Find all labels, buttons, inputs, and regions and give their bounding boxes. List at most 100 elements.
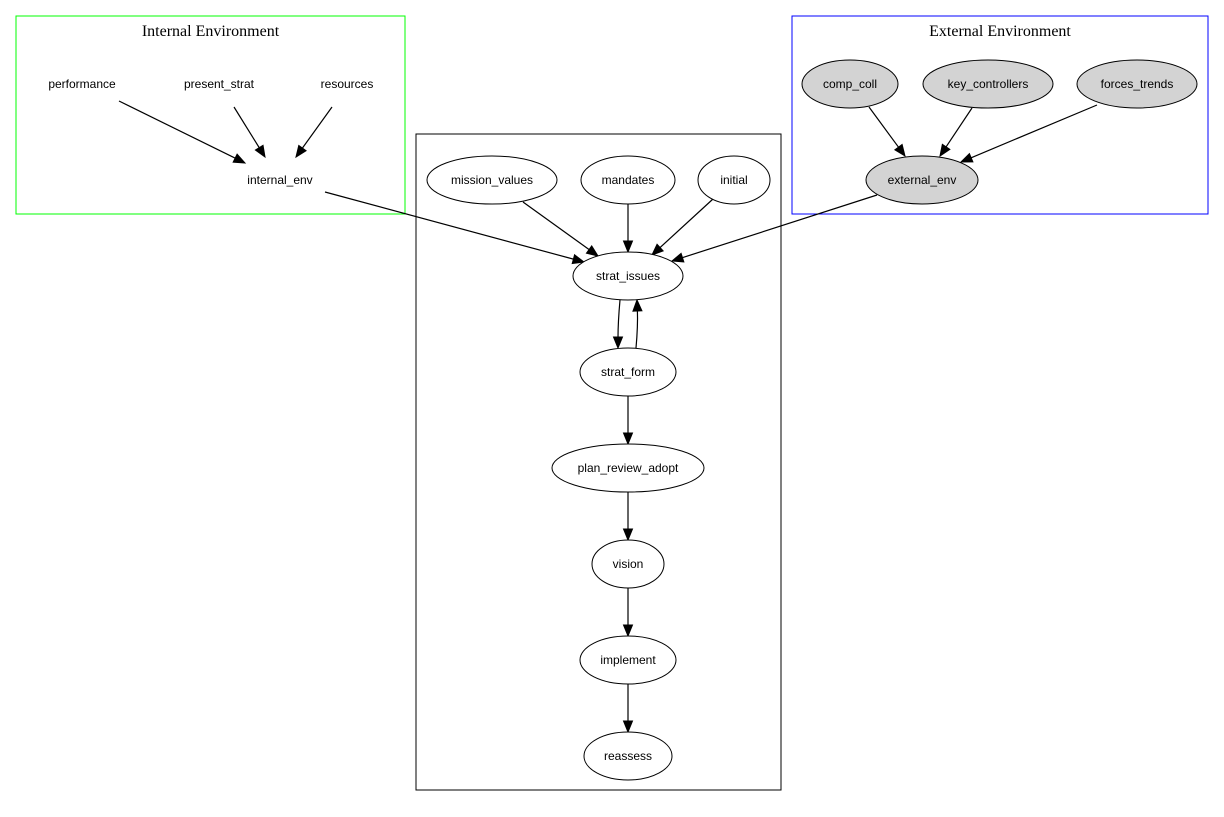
arrowhead-icon (670, 252, 685, 263)
node-label: forces_trends (1101, 77, 1174, 91)
edge-line (658, 198, 714, 249)
node-comp_coll[interactable]: comp_coll (801, 59, 899, 109)
edge-internal_env-to-strat_issues (324, 191, 586, 265)
edge-vision-to-implement (622, 588, 634, 638)
edge-external_env-to-strat_issues (670, 194, 878, 263)
node-shape (697, 155, 771, 205)
edge-line (301, 106, 333, 150)
edge-comp_coll-to-external_env (868, 106, 906, 158)
node-label: plan_review_adopt (578, 461, 679, 475)
arrowhead-icon (622, 624, 634, 638)
node-strat_issues[interactable]: strat_issues (572, 251, 684, 301)
arrowhead-icon (295, 144, 307, 159)
arrowhead-icon (622, 432, 634, 446)
node-label: comp_coll (823, 77, 877, 91)
edges-layer (118, 100, 1098, 734)
node-shape (580, 155, 676, 205)
edge-resources-to-internal_env (295, 106, 333, 159)
edge-line (617, 299, 621, 339)
cluster-border (415, 133, 782, 791)
edge-mandates-to-strat_issues (622, 204, 634, 254)
node-shape (922, 59, 1054, 109)
clusters-layer: Internal Environment External Environment (15, 15, 1209, 791)
node-reassess[interactable]: reassess (583, 731, 673, 781)
edge-strat_form-to-plan_review_adopt (622, 396, 634, 446)
edge-line (635, 309, 639, 349)
arrowhead-icon (622, 720, 634, 734)
arrowhead-icon (254, 144, 266, 159)
edge-line (681, 194, 878, 259)
edge-implement-to-reassess (622, 684, 634, 734)
node-label: mandates (602, 173, 655, 187)
node-label: mission_values (451, 173, 533, 187)
node-shape (426, 155, 558, 205)
edge-initial-to-strat_issues (651, 198, 714, 256)
node-mission_values[interactable]: mission_values (426, 155, 558, 205)
node-key_controllers[interactable]: key_controllers (922, 59, 1054, 109)
edge-line (324, 191, 575, 260)
node-internal_env[interactable]: internal_env (247, 173, 312, 187)
node-performance[interactable]: performance (48, 77, 116, 91)
node-present_strat[interactable]: present_strat (184, 77, 255, 91)
arrowhead-icon (571, 253, 586, 265)
node-label: performance (48, 77, 116, 91)
edge-plan_review_adopt-to-vision (622, 492, 634, 542)
cluster-border (791, 15, 1209, 215)
node-label: present_strat (184, 77, 255, 91)
node-label: vision (613, 557, 644, 571)
node-label: internal_env (247, 173, 312, 187)
node-external_env[interactable]: external_env (865, 155, 979, 205)
arrowhead-icon (612, 336, 624, 350)
arrowhead-icon (622, 240, 634, 254)
edge-key_controllers-to-external_env (939, 107, 973, 158)
cluster-border (15, 15, 406, 215)
arrowhead-icon (959, 152, 974, 163)
cluster-title: Internal Environment (142, 23, 280, 40)
node-implement[interactable]: implement (579, 635, 677, 685)
node-vision[interactable]: vision (591, 539, 665, 589)
node-label: strat_issues (596, 269, 660, 283)
edge-forces_trends-to-external_env (959, 104, 1098, 163)
nodes-layer: performance present_strat resources interna… (48, 59, 1198, 781)
node-strat_form[interactable]: strat_form (579, 347, 677, 397)
edge-line (945, 107, 973, 149)
arrowhead-icon (622, 528, 634, 542)
cluster-external: External Environment (791, 15, 1209, 215)
node-shape (572, 251, 684, 301)
arrowhead-icon (632, 298, 643, 312)
node-label: external_env (888, 173, 957, 187)
node-shape (801, 59, 899, 109)
arrowhead-icon (651, 243, 665, 256)
node-mandates[interactable]: mandates (580, 155, 676, 205)
edge-line (233, 106, 261, 149)
node-shape (579, 347, 677, 397)
cluster-title: External Environment (929, 23, 1071, 40)
arrowhead-icon (893, 143, 906, 158)
node-label: initial (720, 173, 747, 187)
edge-mission_values-to-strat_issues (522, 201, 600, 257)
edge-strat_form-to-strat_issues (632, 298, 643, 349)
node-shape (579, 635, 677, 685)
node-label: reassess (604, 749, 652, 763)
node-forces_trends[interactable]: forces_trends (1076, 59, 1198, 109)
edge-present_strat-to-internal_env (233, 106, 266, 159)
edge-line (118, 100, 237, 160)
node-shape (865, 155, 979, 205)
node-shape (551, 443, 705, 493)
node-label: resources (321, 77, 374, 91)
cluster-main (415, 133, 782, 791)
node-plan_review_adopt[interactable]: plan_review_adopt (551, 443, 705, 493)
node-resources[interactable]: resources (321, 77, 374, 91)
edge-line (522, 201, 591, 251)
edge-strat_issues-to-strat_form (612, 299, 624, 350)
arrowhead-icon (585, 245, 600, 257)
edge-line (868, 106, 900, 149)
node-label: strat_form (601, 365, 655, 379)
node-label: implement (600, 653, 656, 667)
edge-performance-to-internal_env (118, 100, 247, 164)
cluster-internal: Internal Environment (15, 15, 406, 215)
edge-line (969, 104, 1098, 159)
node-shape (583, 731, 673, 781)
node-initial[interactable]: initial (697, 155, 771, 205)
